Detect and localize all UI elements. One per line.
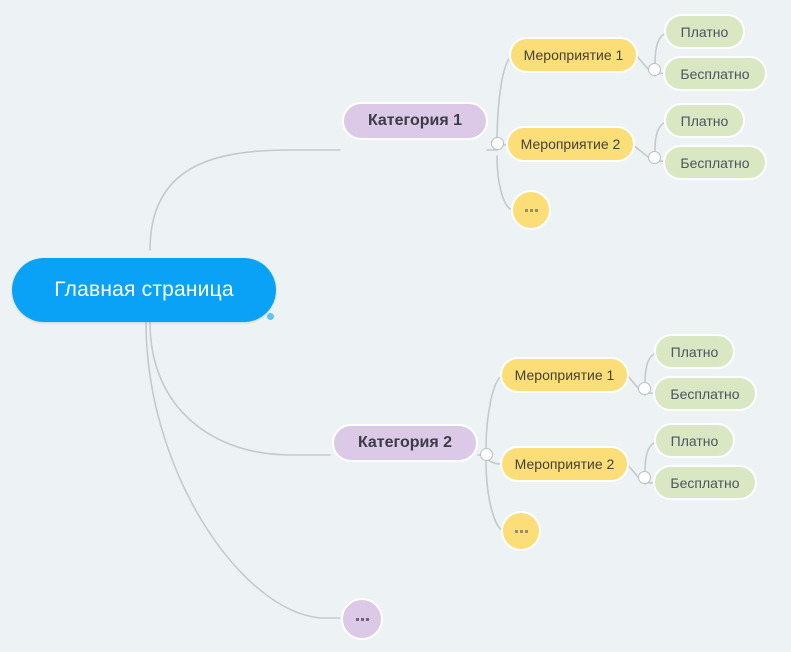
node-more-branch-2[interactable] (501, 511, 541, 551)
node-more-root[interactable] (341, 598, 383, 640)
node-root[interactable]: Главная страница (12, 258, 276, 322)
ellipsis-icon (514, 529, 528, 533)
connector-event-b2-2[interactable] (638, 471, 651, 484)
node-leaf-b1-1-1[interactable]: Платно (664, 14, 745, 49)
node-category-1[interactable]: Категория 1 (342, 102, 488, 140)
node-event-b1-2-label: Мероприятие 2 (520, 136, 621, 152)
node-leaf-b1-2-2[interactable]: Бесплатно (663, 145, 767, 180)
node-leaf-b2-2-1-label: Платно (670, 432, 719, 449)
node-event-b1-2[interactable]: Мероприятие 2 (506, 126, 635, 162)
node-category-2-label: Категория 2 (357, 434, 453, 451)
node-event-b2-2[interactable]: Мероприятие 2 (500, 446, 629, 482)
node-event-b1-1[interactable]: Мероприятие 1 (509, 37, 638, 73)
node-leaf-b2-1-1-label: Платно (670, 343, 719, 360)
node-category-2[interactable]: Категория 2 (332, 424, 478, 462)
connector-event-b1-2[interactable] (648, 151, 661, 164)
node-more-branch-1[interactable] (511, 190, 551, 230)
node-leaf-b2-1-2-label: Бесплатно (670, 385, 740, 402)
node-leaf-b1-2-2-label: Бесплатно (680, 154, 750, 171)
edge-root-to-more (145, 321, 341, 619)
connector-event-b1-1[interactable] (648, 63, 661, 76)
node-leaf-b1-1-2-label: Бесплатно (680, 65, 750, 82)
ellipsis-icon (355, 617, 369, 621)
root-anchor-dot (267, 313, 274, 320)
node-leaf-b1-2-1-label: Платно (680, 112, 729, 129)
node-root-label: Главная страница (54, 278, 234, 301)
node-leaf-b2-1-2[interactable]: Бесплатно (653, 376, 757, 411)
node-leaf-b1-1-1-label: Платно (680, 23, 729, 40)
node-leaf-b1-1-2[interactable]: Бесплатно (663, 56, 767, 91)
node-leaf-b2-1-1[interactable]: Платно (654, 334, 735, 369)
edge-root-to-category-2 (149, 321, 331, 456)
node-event-b2-1-label: Мероприятие 1 (514, 367, 615, 383)
connector-event-b2-1[interactable] (638, 382, 651, 395)
node-event-b2-2-label: Мероприятие 2 (514, 456, 615, 472)
connector-category-2[interactable] (480, 448, 493, 461)
node-leaf-b2-2-1[interactable]: Платно (654, 423, 735, 458)
connector-category-1[interactable] (491, 137, 504, 150)
node-category-1-label: Категория 1 (367, 112, 463, 129)
node-leaf-b2-2-2[interactable]: Бесплатно (653, 465, 757, 500)
edge-root-to-category-1 (149, 149, 341, 251)
node-leaf-b1-2-1[interactable]: Платно (664, 103, 745, 138)
edge-category-2-to-event-1 (485, 374, 506, 450)
ellipsis-icon (524, 208, 538, 212)
node-event-b2-1[interactable]: Мероприятие 1 (500, 357, 629, 393)
node-leaf-b2-2-2-label: Бесплатно (670, 474, 740, 491)
node-event-b1-1-label: Мероприятие 1 (523, 47, 624, 63)
